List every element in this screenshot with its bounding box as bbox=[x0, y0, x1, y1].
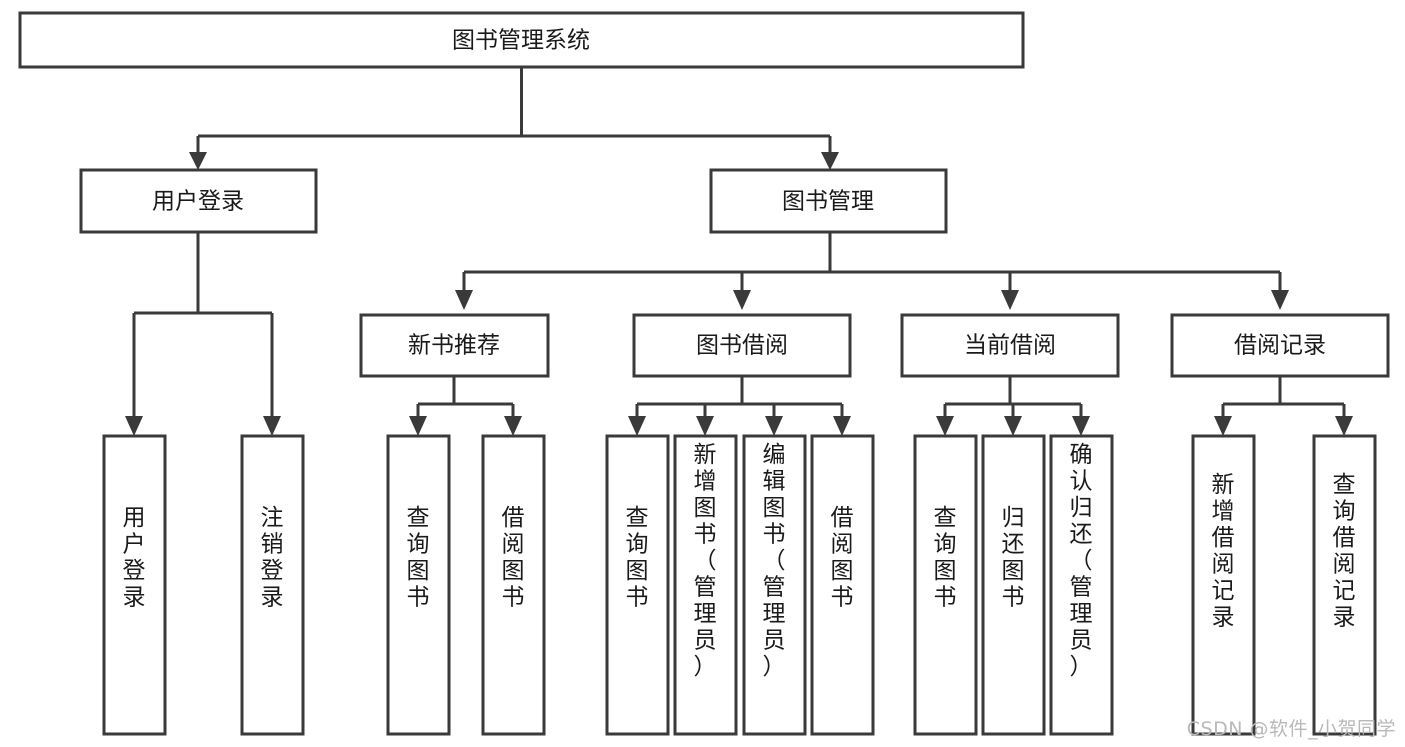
arrow-head-borrow-book bbox=[733, 290, 751, 310]
arrow-head-leaf-user-login bbox=[125, 416, 143, 436]
arrow-head-br-leaf-1 bbox=[1214, 416, 1232, 436]
leaf-node-edit-book-admin-box bbox=[742, 434, 807, 736]
node-root-system[interactable]: 图书管理系统 bbox=[18, 11, 1025, 69]
leaf-node-query-book-cb-label: 查询图书 bbox=[934, 505, 957, 611]
arrow-head-br-leaf-2 bbox=[1335, 416, 1353, 436]
leaf-node-add-borrow-record-box bbox=[1191, 434, 1256, 736]
leaf-node-add-borrow-record-label: 新增借阅记录 bbox=[1212, 472, 1235, 631]
node-book-borrow-label: 图书借阅 bbox=[696, 333, 788, 359]
node-user-login-box bbox=[79, 168, 318, 234]
node-book-borrow-box bbox=[632, 313, 852, 378]
arrow-head-cb-leaf-3 bbox=[1072, 416, 1090, 436]
node-borrow-record-label: 借阅记录 bbox=[1234, 333, 1326, 359]
arrow-head-bb-leaf-2 bbox=[696, 416, 714, 436]
arrow-head-current-borrow bbox=[1001, 290, 1019, 310]
leaf-node-borrow-book-bb[interactable]: 借阅图书 bbox=[810, 434, 875, 736]
node-current-borrow-label: 当前借阅 bbox=[964, 333, 1056, 359]
arrow-head-user-login bbox=[189, 152, 207, 170]
leaf-node-return-book-box bbox=[981, 434, 1046, 736]
leaf-node-borrow-book-nb-label: 借阅图书 bbox=[502, 505, 525, 611]
arrow-head-book-mgmt bbox=[821, 152, 839, 170]
arrow-head-nb-leaf-2 bbox=[504, 416, 522, 436]
leaf-node-query-book-cb-box bbox=[913, 434, 978, 736]
leaf-node-query-book-bb-label: 查询图书 bbox=[626, 505, 649, 611]
node-user-login[interactable]: 用户登录 bbox=[79, 168, 318, 234]
arrow-head-leaf-logout bbox=[263, 416, 281, 436]
leaf-node-query-book-nb-label: 查询图书 bbox=[407, 505, 430, 611]
node-user-login-label: 用户登录 bbox=[152, 189, 244, 215]
leaf-node-borrow-book-nb-box bbox=[481, 434, 546, 736]
arrow-head-cb-leaf-2 bbox=[1004, 416, 1022, 436]
leaf-node-query-book-nb[interactable]: 查询图书 bbox=[386, 434, 451, 736]
leaf-node-query-borrow-record[interactable]: 查询借阅记录 bbox=[1312, 434, 1377, 736]
node-new-book-recommend-box bbox=[359, 313, 550, 378]
node-borrow-record-box bbox=[1170, 313, 1390, 378]
arrow-head-bb-leaf-1 bbox=[628, 416, 646, 436]
leaf-node-query-book-bb[interactable]: 查询图书 bbox=[605, 434, 670, 736]
leaf-node-query-book-nb-box bbox=[386, 434, 451, 736]
leaf-node-query-book-cb[interactable]: 查询图书 bbox=[913, 434, 978, 736]
arrow-head-new-book bbox=[455, 290, 473, 310]
node-new-book-recommend[interactable]: 新书推荐 bbox=[359, 313, 550, 378]
leaf-node-confirm-return-admin-box bbox=[1049, 434, 1114, 736]
arrow-head-bb-leaf-3 bbox=[765, 416, 783, 436]
leaf-node-logout[interactable]: 注销登录 bbox=[240, 434, 305, 736]
leaf-node-add-book-admin-label: 新增图书（管理员） bbox=[694, 442, 717, 680]
node-book-borrow[interactable]: 图书借阅 bbox=[632, 313, 852, 378]
node-borrow-record[interactable]: 借阅记录 bbox=[1170, 313, 1390, 378]
arrow-head-nb-leaf-1 bbox=[409, 416, 427, 436]
leaf-node-borrow-book-bb-label: 借阅图书 bbox=[831, 505, 854, 611]
leaf-node-user-login-box bbox=[102, 434, 167, 736]
leaf-node-query-borrow-record-label: 查询借阅记录 bbox=[1333, 472, 1356, 631]
node-current-borrow[interactable]: 当前借阅 bbox=[900, 313, 1120, 378]
connector-layer bbox=[125, 67, 1353, 436]
node-root-system-label: 图书管理系统 bbox=[452, 28, 590, 54]
leaf-node-add-book-admin[interactable]: 新增图书（管理员） bbox=[673, 434, 738, 736]
node-root-system-box bbox=[18, 11, 1025, 69]
leaf-node-borrow-book-bb-box bbox=[810, 434, 875, 736]
leaf-node-query-book-bb-box bbox=[605, 434, 670, 736]
leaf-node-logout-box bbox=[240, 434, 305, 736]
arrow-head-borrow-record bbox=[1271, 290, 1289, 310]
leaf-node-logout-label: 注销登录 bbox=[261, 505, 284, 611]
leaf-node-confirm-return-admin[interactable]: 确认归还（管理员） bbox=[1049, 434, 1114, 736]
node-new-book-recommend-label: 新书推荐 bbox=[408, 333, 500, 359]
leaf-node-user-login-label: 用户登录 bbox=[123, 505, 146, 611]
leaf-node-edit-book-admin-label: 编辑图书（管理员） bbox=[763, 442, 786, 680]
leaf-node-borrow-book-nb[interactable]: 借阅图书 bbox=[481, 434, 546, 736]
node-book-management-box bbox=[709, 168, 948, 234]
node-current-borrow-box bbox=[900, 313, 1120, 378]
leaf-node-add-book-admin-box bbox=[673, 434, 738, 736]
leaf-node-user-login[interactable]: 用户登录 bbox=[102, 434, 167, 736]
leaf-node-edit-book-admin[interactable]: 编辑图书（管理员） bbox=[742, 434, 807, 736]
leaf-node-query-borrow-record-box bbox=[1312, 434, 1377, 736]
node-book-management-label: 图书管理 bbox=[782, 189, 874, 215]
leaf-node-add-borrow-record[interactable]: 新增借阅记录 bbox=[1191, 434, 1256, 736]
arrow-head-bb-leaf-4 bbox=[833, 416, 851, 436]
arrow-head-cb-leaf-1 bbox=[936, 416, 954, 436]
leaf-node-confirm-return-admin-label: 确认归还（管理员） bbox=[1070, 442, 1093, 680]
leaf-node-return-book[interactable]: 归还图书 bbox=[981, 434, 1046, 736]
leaf-node-return-book-label: 归还图书 bbox=[1002, 505, 1025, 611]
node-book-management[interactable]: 图书管理 bbox=[709, 168, 948, 234]
